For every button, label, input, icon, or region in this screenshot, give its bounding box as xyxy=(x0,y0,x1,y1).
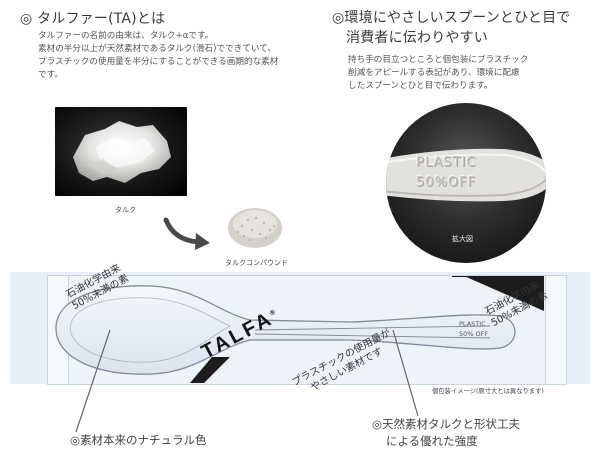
spoon-plastic-text: PLASTIC xyxy=(459,320,486,328)
closeup-caption: 拡大図 xyxy=(452,235,473,243)
curved-arrow-icon xyxy=(163,217,210,250)
section-heading-talfa: ◎ タルファー(TA)とは xyxy=(20,11,166,27)
closeup-50off-text: 50%OFF xyxy=(416,175,477,190)
talc-photo xyxy=(55,107,187,196)
package-image-note: 個包装イメージ(原寸大とは異なります) xyxy=(432,388,544,395)
spoon-handle-text: PLASTIC 50% OFF xyxy=(459,319,488,339)
spoon-50off-text: 50% OFF xyxy=(459,330,489,338)
desc-line: です。 xyxy=(38,70,63,80)
talc-caption: タルク xyxy=(115,206,136,214)
desc-line: したスプーンとひと目で伝わります。 xyxy=(348,81,493,91)
package-seal-right xyxy=(545,275,567,385)
note-natural-color: ◎素材本来のナチュラル色 xyxy=(70,433,207,447)
talfa-description: タルファーの名前の由来は、タルク+αです。 素材の半分以上が天然素材であるタルク… xyxy=(38,30,338,82)
desc-line: 削減をアピールする表記があり、環境に配慮 xyxy=(348,68,520,78)
note-strength: ◎天然素材タルクと形状工夫 による優れた強度 xyxy=(372,416,520,450)
compound-pellets-image xyxy=(228,208,282,248)
section-heading-eco: ◎環境にやさしいスプーンとひと目で 消費者に伝わりやすい xyxy=(332,8,571,48)
talc-rock-image xyxy=(73,121,171,183)
heading-line: ◎環境にやさしいスプーンとひと目で xyxy=(332,10,571,26)
spoon-handle-image xyxy=(386,148,546,202)
leader-line-left xyxy=(75,329,111,433)
desc-line: プラスチックの使用量を半分にすることができる画期的な素材 xyxy=(38,57,279,67)
package-dark-graphic-bottom xyxy=(190,357,230,383)
eco-description: 持ち手の目立つところと個包装にプラスチック 削減をアピールする表記があり、環境に… xyxy=(348,54,588,93)
leader-line-right xyxy=(392,329,419,417)
compound-caption: タルクコンパウンド xyxy=(225,259,288,267)
heading-line: 消費者に伝わりやすい xyxy=(346,30,488,46)
desc-line: 素材の半分以上が天然素材であるタルク(滑石)でできていて、 xyxy=(38,44,276,54)
talc-compound-photo xyxy=(222,196,288,256)
handle-closeup-photo: PLASTIC 50%OFF 拡大図 xyxy=(386,103,546,263)
desc-line: タルファーの名前の由来は、タルク+αです。 xyxy=(38,31,214,41)
note-line: による優れた強度 xyxy=(386,434,478,448)
closeup-plastic-text: PLASTIC xyxy=(416,155,477,170)
spoon-image xyxy=(55,285,516,375)
note-line: ◎天然素材タルクと形状工夫 xyxy=(372,417,521,431)
desc-line: 持ち手の目立つところと個包装にプラスチック xyxy=(348,55,529,65)
package-dark-graphic xyxy=(452,276,544,311)
